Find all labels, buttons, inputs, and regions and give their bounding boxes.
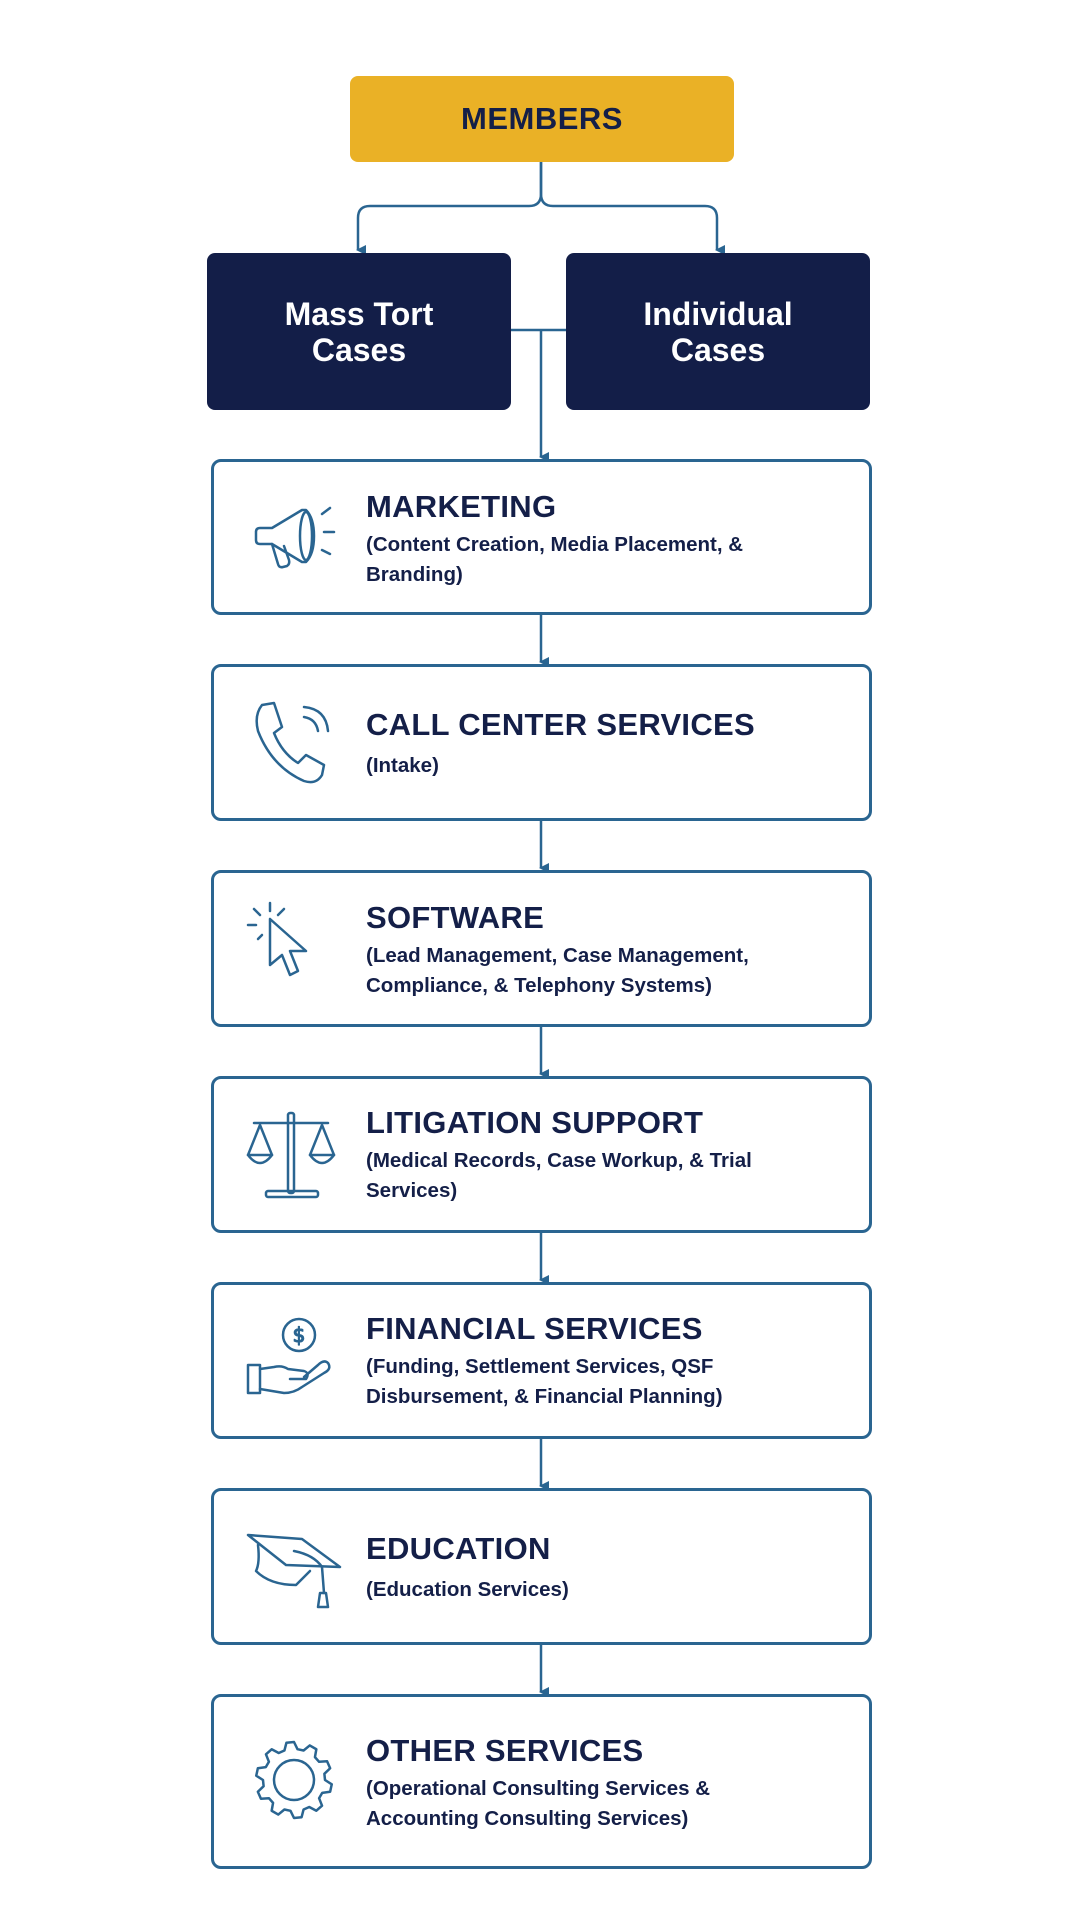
other-services-description: (Operational Consulting Services & Accou…	[366, 1777, 711, 1830]
members-node: MEMBERS	[350, 76, 734, 162]
litigation-support-description: (Medical Records, Case Workup, & Trial S…	[366, 1149, 752, 1202]
mass-tort-cases-node: Mass Tort Cases	[207, 253, 511, 410]
mass-tort-cases-label: Mass Tort Cases	[284, 295, 434, 368]
connector-members-to-individual	[539, 162, 725, 255]
cursor-click-icon	[246, 901, 308, 977]
litigation-support-title: LITIGATION SUPPORT	[366, 1105, 704, 1140]
service-call-center: CALL CENTER SERVICES (Intake)	[211, 664, 872, 821]
phone-icon	[255, 701, 330, 784]
graduation-cap-icon	[246, 1533, 342, 1609]
members-label: MEMBERS	[461, 101, 623, 136]
financial-services-description: (Funding, Settlement Services, QSF Disbu…	[366, 1355, 723, 1408]
software-description: (Lead Management, Case Management, Compl…	[366, 944, 749, 997]
service-education: EDUCATION (Education Services)	[211, 1488, 872, 1645]
marketing-description: (Content Creation, Media Placement, & Br…	[366, 533, 744, 586]
education-title: EDUCATION	[366, 1531, 551, 1566]
gear-icon	[254, 1740, 334, 1820]
megaphone-icon	[254, 506, 336, 569]
marketing-title: MARKETING	[366, 489, 557, 524]
service-other: OTHER SERVICES (Operational Consulting S…	[211, 1694, 872, 1869]
other-services-title: OTHER SERVICES	[366, 1733, 644, 1768]
connector-members-to-mass-tort	[356, 162, 543, 255]
software-title: SOFTWARE	[366, 900, 545, 935]
hand-coin-icon: $	[246, 1317, 331, 1395]
service-marketing: MARKETING (Content Creation, Media Place…	[211, 459, 872, 615]
call-center-title: CALL CENTER SERVICES	[366, 707, 755, 742]
service-litigation-support: LITIGATION SUPPORT (Medical Records, Cas…	[211, 1076, 872, 1233]
service-financial: $ FINANCIAL SERVICES (Funding, Settlemen…	[211, 1282, 872, 1439]
financial-services-title: FINANCIAL SERVICES	[366, 1311, 703, 1346]
individual-cases-label: Individual Cases	[643, 295, 793, 368]
svg-text:$: $	[293, 1323, 306, 1347]
education-description: (Education Services)	[366, 1578, 569, 1601]
scales-icon	[246, 1111, 336, 1199]
individual-cases-node: Individual Cases	[566, 253, 870, 410]
service-software: SOFTWARE (Lead Management, Case Manageme…	[211, 870, 872, 1027]
call-center-description: (Intake)	[366, 754, 439, 777]
